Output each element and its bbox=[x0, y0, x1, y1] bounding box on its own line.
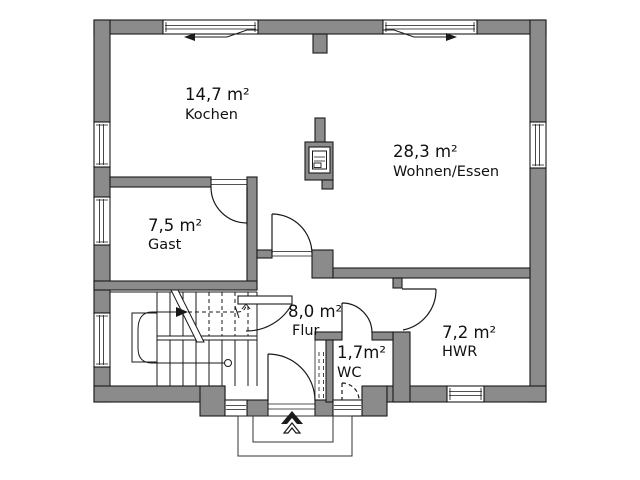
walk-line-arrow bbox=[176, 307, 188, 317]
flur-area-label: 8,0 m² bbox=[288, 302, 342, 321]
window-porch-left bbox=[224, 399, 248, 417]
walk-line-start bbox=[224, 359, 232, 367]
wc-name-label: WC bbox=[337, 365, 361, 381]
window-left-3 bbox=[93, 312, 111, 368]
entry-steps bbox=[237, 415, 353, 457]
gast-name-label: Gast bbox=[148, 237, 182, 253]
window-right bbox=[529, 121, 547, 169]
gast-area-label: 7,5 m² bbox=[148, 216, 202, 235]
door-flur-wohnen bbox=[271, 213, 313, 257]
hwr-area-label: 7,2 m² bbox=[442, 323, 496, 342]
flur-name-label: Flur bbox=[292, 323, 320, 339]
stair-newel bbox=[131, 312, 158, 363]
entrance-door bbox=[267, 353, 316, 410]
fireplace-chimney bbox=[304, 117, 334, 190]
slide-arrow-right bbox=[383, 29, 448, 38]
window-porch-right bbox=[332, 399, 363, 417]
window-left-2 bbox=[93, 196, 111, 246]
window-bottom-hwr bbox=[446, 385, 485, 403]
hwr-name-label: HWR bbox=[442, 344, 477, 360]
room-labels: 14,7 m² Kochen 28,3 m² Wohnen/Essen 7,5 … bbox=[148, 85, 499, 381]
staircase bbox=[110, 289, 293, 386]
window-top-wohnen bbox=[382, 19, 478, 41]
interior-walls bbox=[93, 176, 531, 403]
door-gast bbox=[210, 179, 248, 225]
window-left-1 bbox=[93, 121, 111, 168]
kochen-name-label: Kochen bbox=[185, 107, 238, 123]
stair-door bbox=[237, 295, 293, 332]
wc-area-label: 1,7m² bbox=[337, 343, 386, 362]
door-wc-dashed bbox=[341, 382, 360, 401]
stair-walk-line bbox=[137, 311, 228, 364]
slide-arrow-left bbox=[193, 29, 258, 38]
stair-break-line bbox=[170, 289, 205, 343]
window-top-kochen bbox=[162, 19, 259, 41]
doors bbox=[210, 179, 437, 410]
door-wc bbox=[341, 302, 373, 334]
kochen-area-label: 14,7 m² bbox=[185, 85, 250, 104]
installation-shaft bbox=[314, 340, 324, 400]
windows bbox=[93, 19, 547, 417]
wohnen-area-label: 28,3 m² bbox=[393, 142, 458, 161]
exterior-walls bbox=[93, 19, 547, 417]
entrance-arrow-icon bbox=[281, 411, 303, 434]
wohnen-name-label: Wohnen/Essen bbox=[393, 164, 499, 180]
door-hwr bbox=[402, 288, 437, 331]
